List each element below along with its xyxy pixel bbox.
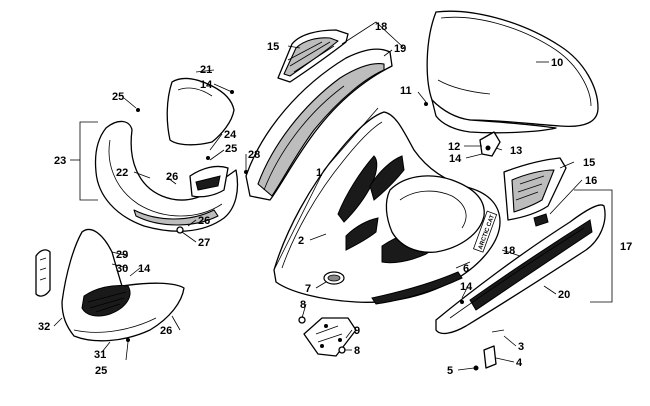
- callout-32: 32: [38, 321, 50, 333]
- windshield-part: [426, 10, 599, 134]
- callout-24: 24: [224, 129, 237, 141]
- callout-16: 16: [585, 175, 597, 187]
- callout-22: 22: [116, 167, 128, 179]
- callout-14-bracket: 14: [449, 153, 462, 165]
- callout-9: 9: [354, 325, 360, 337]
- callout-18-right: 18: [503, 245, 515, 257]
- callout-25-bottom: 25: [95, 365, 107, 377]
- hinge-parts: [473, 329, 505, 371]
- callout-15-side: 15: [583, 157, 595, 169]
- callout-12: 12: [448, 141, 460, 153]
- callout-19: 19: [394, 43, 406, 55]
- side-vent-right: [503, 157, 567, 221]
- callout-14-lower: 14: [138, 263, 151, 275]
- callout-6: 6: [463, 263, 469, 275]
- callout-14-nose: 14: [200, 79, 213, 91]
- callout-18-top: 18: [375, 21, 387, 33]
- leader-lines: [53, 21, 613, 371]
- callout-25-top: 25: [112, 91, 124, 103]
- callout-7: 7: [305, 283, 311, 295]
- callout-25-mid: 25: [225, 143, 237, 155]
- callout-2: 2: [298, 235, 304, 247]
- lower-bumper-part: [35, 228, 185, 342]
- callout-23: 23: [54, 155, 66, 167]
- callout-26-lower: 26: [198, 215, 210, 227]
- callout-13: 13: [510, 145, 522, 157]
- vent-grille-top: [277, 29, 349, 83]
- callout-29: 29: [116, 249, 128, 261]
- callout-1: 1: [316, 167, 322, 179]
- fasteners: [126, 90, 464, 354]
- callout-3: 3: [518, 341, 524, 353]
- callout-14-hood: 14: [460, 281, 473, 293]
- callout-4: 4: [516, 357, 523, 369]
- callout-26-skid: 26: [160, 325, 172, 337]
- hood-main-part: ARCTIC CAT: [273, 111, 501, 305]
- side-panel-right: [435, 204, 606, 335]
- callout-11: 11: [400, 85, 412, 97]
- callout-17: 17: [620, 241, 632, 253]
- callout-21: 21: [200, 64, 212, 76]
- front-nose-cover: [166, 77, 235, 146]
- front-bumper-part: [94, 120, 239, 232]
- callout-30: 30: [116, 263, 128, 275]
- callout-26-bumper: 26: [166, 171, 178, 183]
- callout-15-top: 15: [267, 41, 279, 53]
- callout-labels: 1 2 3 4 5 6 7 8 8 9 10 11 12 13 14 14 14…: [38, 21, 632, 377]
- callout-8-bottom: 8: [354, 345, 360, 357]
- callout-5: 5: [447, 365, 453, 377]
- side-trim-strip: [245, 48, 393, 201]
- callout-27: 27: [198, 237, 210, 249]
- windshield-bracket: [479, 131, 501, 157]
- callout-20: 20: [558, 289, 570, 301]
- callout-28: 28: [248, 149, 260, 161]
- callout-8-top: 8: [300, 299, 306, 311]
- callout-31: 31: [94, 349, 106, 361]
- callout-10: 10: [551, 57, 563, 69]
